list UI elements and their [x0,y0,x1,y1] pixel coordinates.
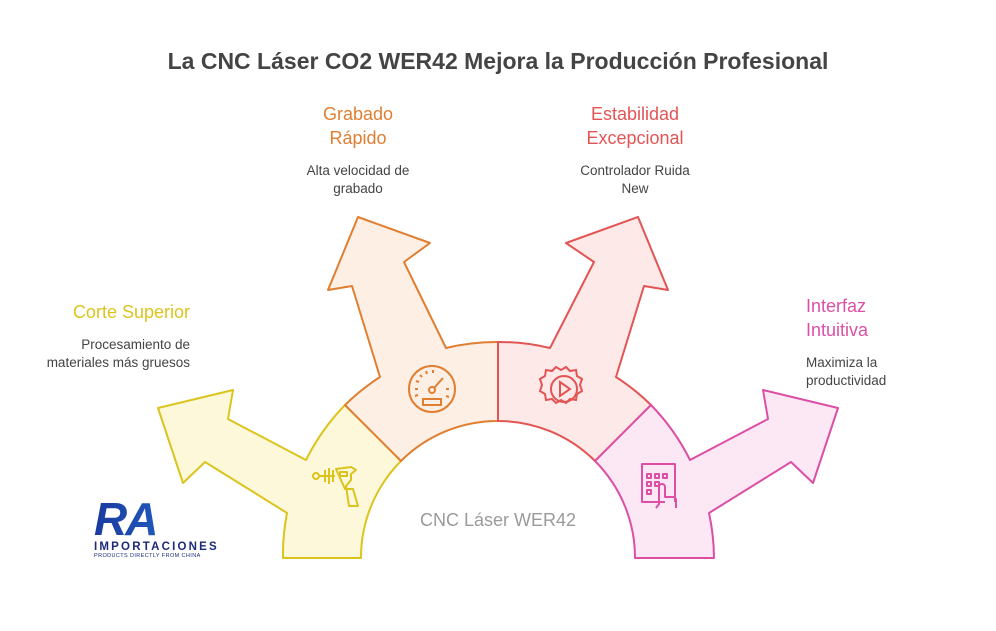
heading-corte-superior: Corte Superior [72,302,190,322]
logo-letters: RA [94,496,239,542]
logo-tagline: PRODUCTS DIRECTLY FROM CHINA [94,553,201,559]
description-corte-superior: Procesamiento de materiales más gruesos [46,337,190,370]
heading-interfaz: Interfaz Intuitiva [806,296,869,340]
description-estabilidad: Controlador Ruida New [580,163,690,196]
page-title: La CNC Láser CO2 WER42 Mejora la Producc… [167,48,829,74]
segment-interfaz [594,389,839,559]
description-interfaz: Maximiza la productividad [806,355,887,388]
speedometer-icon [408,365,456,413]
ra-importaciones-logo: RA IMPORTACIONES PRODUCTS DIRECTLY FROM … [94,496,239,564]
center-label: CNC Láser WER42 [419,510,577,530]
segment-grabado-rapido [327,216,499,462]
segment-corte-superior [157,389,402,559]
logo-name: IMPORTACIONES [94,541,219,553]
heading-estabilidad: Estabilidad Excepcional [586,104,684,148]
description-grabado-rapido: Alta velocidad de grabado [306,163,410,196]
heading-grabado-rapido: Grabado Rápido [322,104,394,148]
laser-gun-icon [312,466,359,507]
touch-keypad-icon [641,463,677,509]
segment-estabilidad [497,216,669,462]
gear-play-icon [538,365,584,405]
